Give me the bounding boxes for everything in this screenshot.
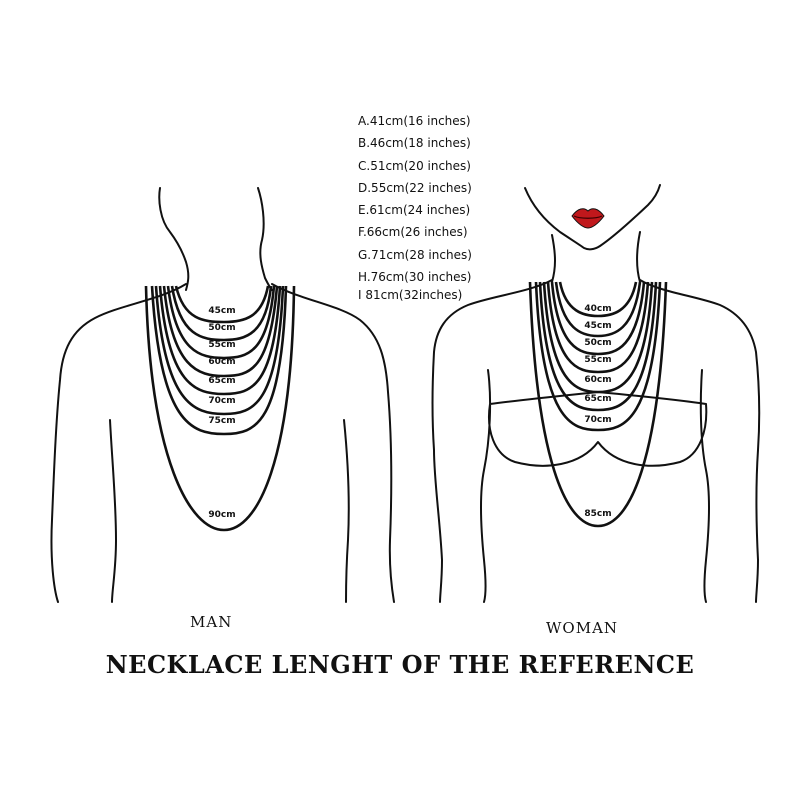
man-label: MAN bbox=[190, 613, 233, 631]
man-chain-75 bbox=[150, 285, 288, 436]
woman-chain-85 bbox=[528, 281, 668, 528]
legend-item: H.76cm(30 inches) bbox=[358, 270, 472, 285]
woman-figure: 40cm 45cm 50cm 55cm 60cm 65cm 70cm 85cm bbox=[431, 184, 761, 603]
man-length-label: 90cm bbox=[208, 510, 235, 520]
man-body-outline bbox=[50, 283, 395, 603]
woman-chain-45 bbox=[554, 281, 642, 338]
man-length-label: 55cm bbox=[208, 340, 235, 350]
man-chain-50 bbox=[170, 285, 273, 342]
legend-item: C.51cm(20 inches) bbox=[358, 158, 471, 173]
man-length-label: 50cm bbox=[208, 323, 235, 333]
page-title: NECKLACE LENGHT OF THE REFERENCE bbox=[105, 650, 695, 679]
legend-item: G.71cm(28 inches) bbox=[358, 247, 472, 262]
woman-chain-55 bbox=[546, 281, 650, 374]
woman-length-label: 70cm bbox=[584, 415, 611, 425]
man-length-label: 70cm bbox=[208, 396, 235, 406]
woman-chain-60 bbox=[542, 281, 654, 394]
man-chain-90 bbox=[144, 285, 296, 532]
man-length-labels: 45cm 50cm 55cm 60cm 65cm 70cm 75cm 90cm bbox=[208, 306, 235, 520]
woman-length-label: 50cm bbox=[584, 338, 611, 348]
legend-item: A.41cm(16 inches) bbox=[358, 114, 471, 128]
woman-chain-40 bbox=[558, 281, 638, 318]
man-figure: 45cm 50cm 55cm 60cm 65cm 70cm 75cm 90cm bbox=[50, 187, 395, 603]
woman-length-label: 55cm bbox=[584, 355, 611, 365]
legend-item: I 81cm(32inches) bbox=[358, 288, 463, 303]
woman-chain-50 bbox=[550, 281, 646, 356]
woman-length-label: 40cm bbox=[584, 304, 611, 314]
woman-length-label: 45cm bbox=[584, 321, 611, 331]
man-chain-70 bbox=[154, 285, 285, 416]
man-chain-55 bbox=[166, 285, 276, 360]
man-length-label: 65cm bbox=[208, 376, 235, 386]
man-length-label: 60cm bbox=[208, 357, 235, 367]
woman-body-outline bbox=[431, 279, 761, 603]
legend-item: E.61cm(24 inches) bbox=[358, 203, 471, 218]
woman-length-label: 65cm bbox=[584, 394, 611, 404]
lips-icon bbox=[571, 208, 605, 229]
woman-chains bbox=[528, 281, 668, 528]
man-chain-65 bbox=[158, 285, 282, 396]
woman-length-labels: 40cm 45cm 50cm 55cm 60cm 65cm 70cm 85cm bbox=[584, 304, 611, 519]
man-head-outline bbox=[158, 187, 273, 291]
man-length-label: 45cm bbox=[208, 306, 235, 316]
length-legend: A.41cm(16 inches) B.46cm(18 inches) C.51… bbox=[358, 110, 518, 302]
woman-chain-70 bbox=[534, 281, 662, 432]
woman-head-outline bbox=[524, 184, 661, 283]
man-chain-45 bbox=[174, 285, 270, 324]
woman-length-label: 60cm bbox=[584, 375, 611, 385]
man-length-label: 75cm bbox=[208, 416, 235, 426]
legend-item: D.55cm(22 inches) bbox=[358, 180, 472, 195]
woman-chain-65 bbox=[538, 281, 658, 412]
woman-length-label: 85cm bbox=[584, 509, 611, 519]
legend-item: F.66cm(26 inches) bbox=[358, 225, 468, 240]
man-chain-60 bbox=[162, 285, 279, 378]
woman-label: WOMAN bbox=[546, 619, 619, 637]
legend-item: B.46cm(18 inches) bbox=[358, 136, 471, 151]
man-chains bbox=[144, 285, 296, 532]
